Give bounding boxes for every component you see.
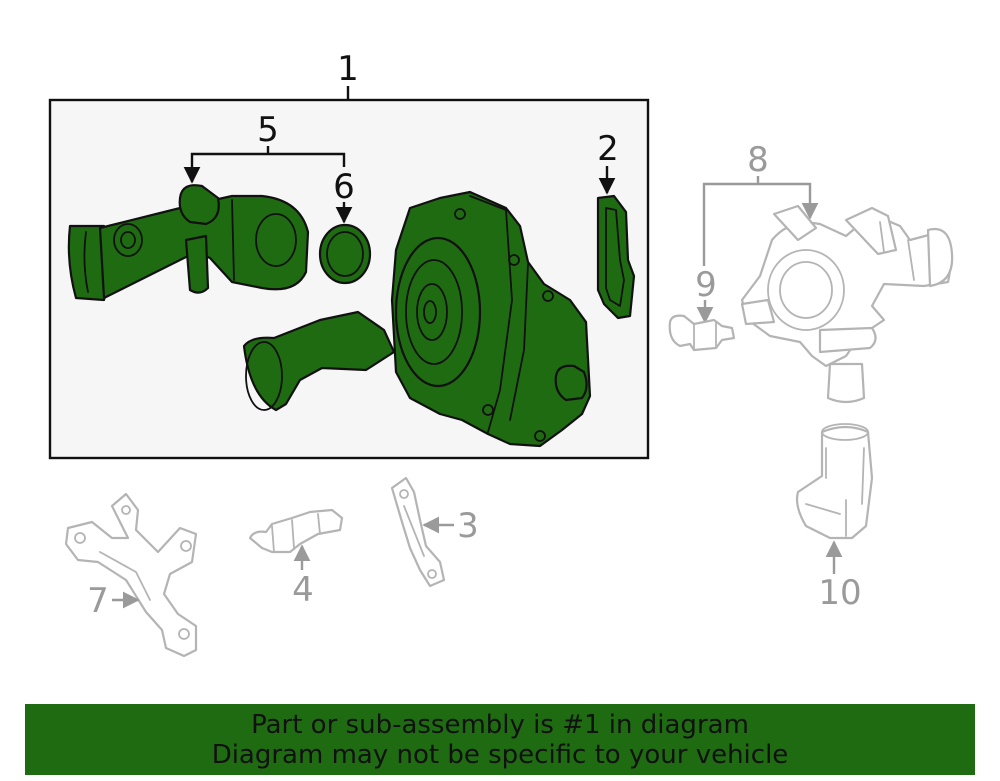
callout-9[interactable]: 9	[695, 265, 717, 305]
part-9-temperature-sensor[interactable]	[668, 314, 736, 352]
part-8-thermostat-housing[interactable]	[740, 204, 954, 404]
banner-line-2: Diagram may not be specific to your vehi…	[211, 739, 789, 770]
callout-3[interactable]: 3	[457, 506, 479, 546]
part-7-mounting-bracket[interactable]	[64, 492, 198, 658]
callout-7[interactable]: 7	[87, 581, 109, 621]
banner-line-1: Part or sub-assembly is #1 in diagram	[251, 709, 749, 740]
part-6-seal-ring[interactable]	[318, 223, 372, 285]
callout-5[interactable]: 5	[257, 110, 279, 150]
info-banner: Part or sub-assembly is #1 in diagram Di…	[25, 704, 975, 775]
part-3-small-bracket[interactable]	[390, 476, 446, 588]
part-5-coolant-pipe[interactable]	[67, 184, 310, 302]
callout-1[interactable]: 1	[337, 49, 359, 89]
callout-2[interactable]: 2	[597, 129, 619, 169]
part-10-coolant-hose[interactable]	[795, 423, 874, 540]
callout-4[interactable]: 4	[292, 570, 314, 610]
part-4-stud-bolt[interactable]	[248, 508, 344, 554]
callout-6[interactable]: 6	[333, 167, 355, 207]
callout-10[interactable]: 10	[818, 573, 861, 613]
part-2-gasket[interactable]	[596, 194, 636, 320]
callout-8[interactable]: 8	[747, 140, 769, 180]
part-1-water-pump[interactable]	[242, 190, 592, 448]
